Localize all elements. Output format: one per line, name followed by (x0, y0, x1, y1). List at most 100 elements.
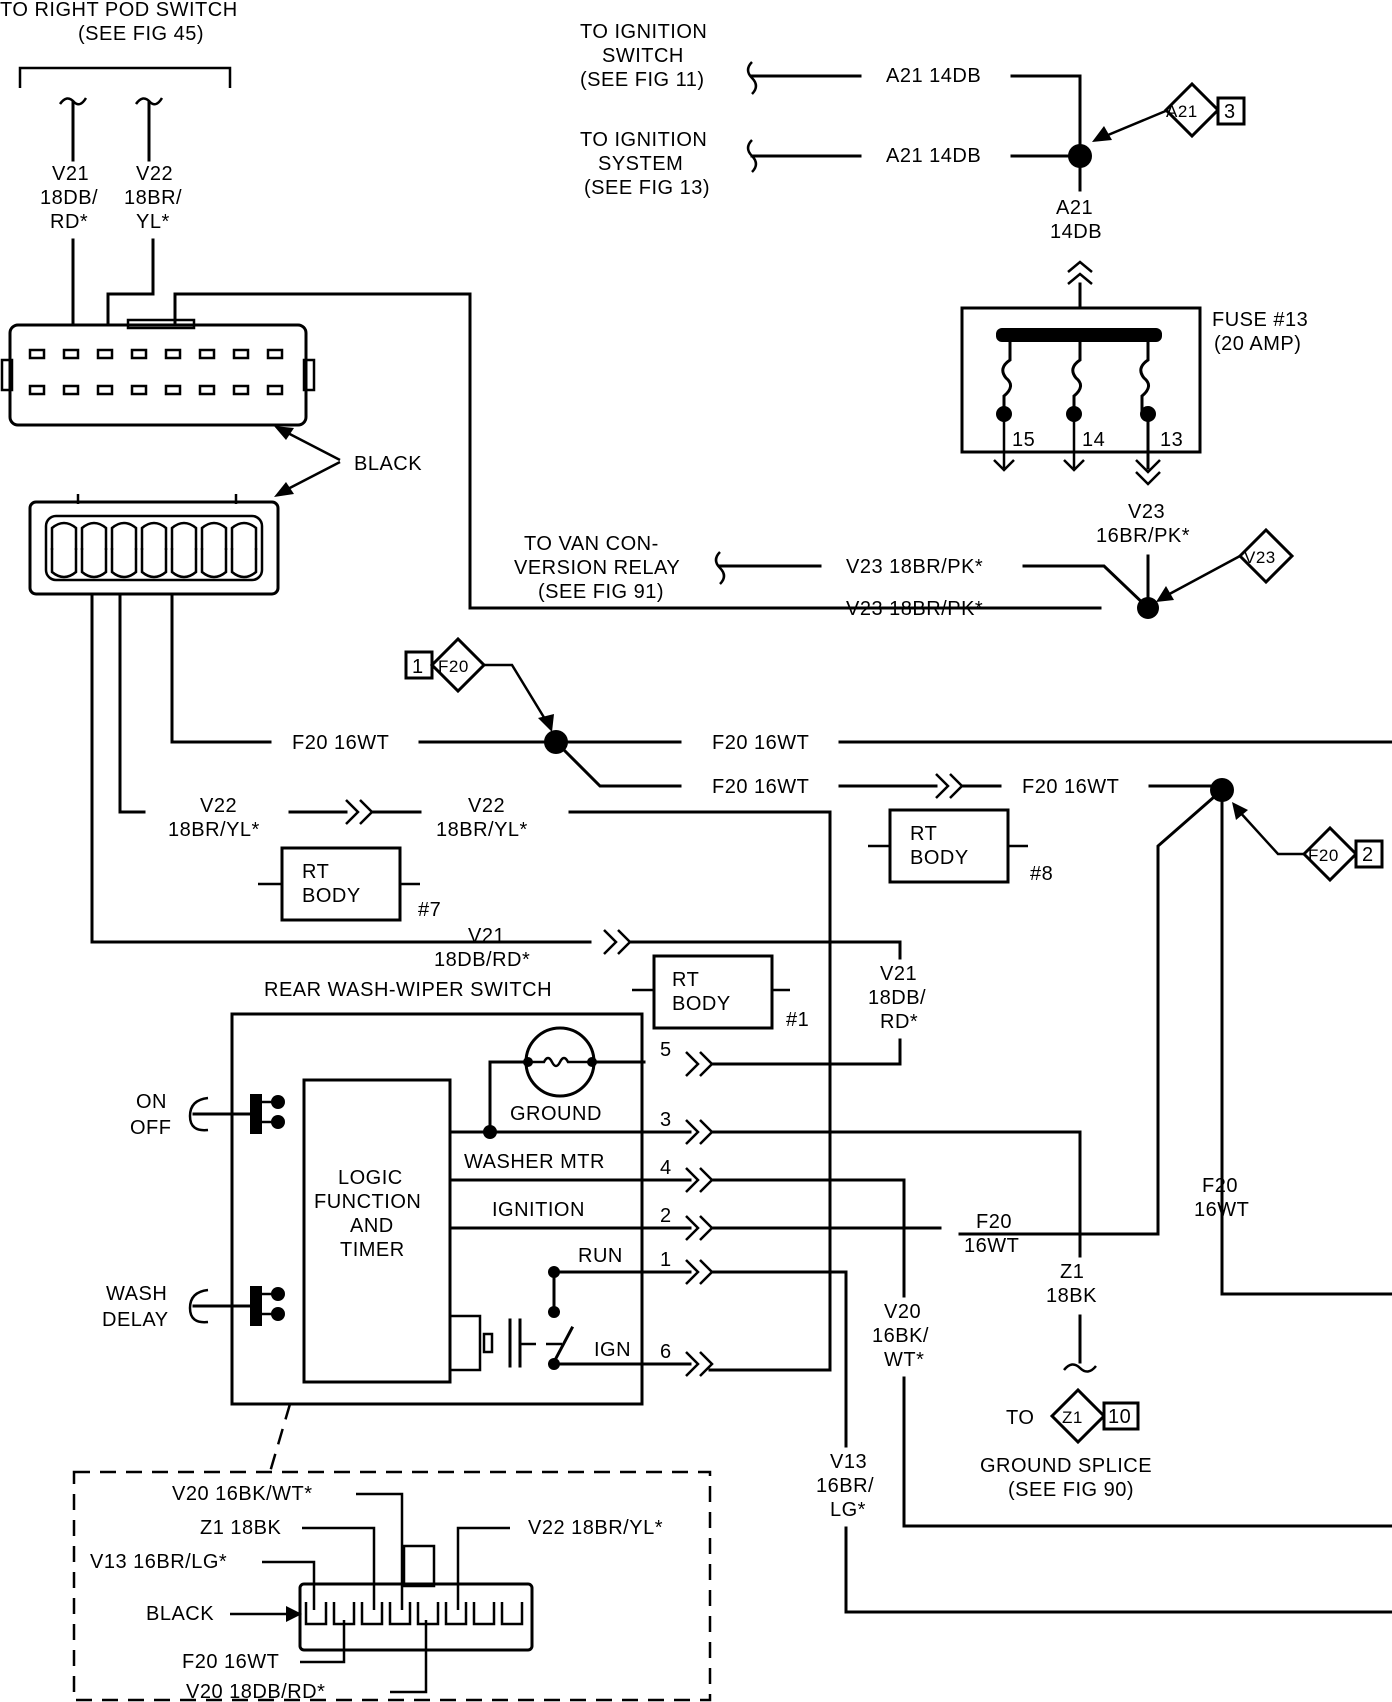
upper-black-connector (0, 318, 316, 427)
ignition-switch-label-3: (SEE FIG 11) (580, 69, 705, 91)
rt-body-8: RT BODY #8 (868, 808, 1053, 885)
on-label: ON (136, 1091, 167, 1113)
rt-body-8-label-2: BODY (910, 847, 969, 869)
v21-right-label-2: 18DB/ (868, 987, 926, 1009)
wash-delay-knob (188, 1288, 209, 1324)
pin-1: 1 (660, 1249, 672, 1271)
ground-splice-label-1: GROUND SPLICE (980, 1455, 1152, 1477)
connector-cavity-bottom (80, 548, 108, 579)
switch-connector-detail: V20 16BK/WT* Z1 18BK V13 16BR/LG* BLACK … (72, 1403, 712, 1702)
ignition-label: IGNITION (492, 1199, 585, 1221)
connector-pin-slot (198, 384, 216, 396)
v21-mid-label-1: V21 (468, 925, 505, 947)
a21-upper-label: A21 14DB (886, 65, 981, 87)
v22-mid-left-label-1: V22 (200, 795, 237, 817)
switch-output-wires: Z1 18BK TO Z1 10 GROUND SPLICE (SEE FIG … (710, 1130, 1392, 1614)
connector-cavity-top (50, 521, 78, 550)
fuse-13: 15 14 13 FUSE #13 (20 AMP) (960, 306, 1308, 486)
v21-right-label-3: RD* (880, 1011, 918, 1033)
van-relay-break (714, 551, 726, 585)
ignition-section: TO IGNITION SWITCH (SEE FIG 11) A21 14DB… (580, 21, 1246, 332)
v21-middle-wire: V21 18DB/RD* V21 18DB/ RD* (90, 592, 926, 1066)
f20-left-splice-number: 1 (412, 656, 424, 678)
connector-pin-slot (198, 348, 216, 360)
pin-2: 2 (660, 1205, 672, 1227)
z1-label-2: 18BK (1046, 1285, 1097, 1307)
v22-mid-right-label-1: V22 (468, 795, 505, 817)
connector-pin-slot (28, 384, 46, 396)
connector-pin-slot (232, 384, 250, 396)
connector-pin-slot (266, 348, 284, 360)
ignition-system-label-3: (SEE FIG 13) (584, 177, 710, 199)
f20-left-splice-label: F20 (438, 657, 469, 676)
ignition-switch-label-1: TO IGNITION (580, 21, 707, 43)
connector-detail-cavity (500, 1602, 524, 1626)
rt-body-7: RT BODY #7 (258, 846, 441, 922)
pin-connector-symbol (685, 1351, 714, 1377)
v23-section: V23 16BR/PK* V23 TO VAN CON- VERSION REL… (514, 501, 1295, 620)
fuse-terminal-13: 13 (1160, 429, 1183, 451)
connector-cavity-top (80, 521, 108, 550)
pin-4: 4 (660, 1157, 672, 1179)
connector-detail-cavity (304, 1602, 328, 1626)
rt-body-7-label-1: RT (302, 861, 329, 883)
fuse-terminal-15: 15 (1012, 429, 1035, 451)
rt-body-1-label-1: RT (672, 969, 699, 991)
f20-right-splice-number: 2 (1362, 844, 1374, 866)
black-connector-callout: BLACK (274, 426, 422, 497)
rt-body-1-label-2: BODY (672, 993, 731, 1015)
on-off-knob (188, 1096, 209, 1132)
connector-cavity-top (140, 521, 168, 550)
rear-wash-wiper-switch: REAR WASH-WIPER SWITCH LOGIC FUNCTION AN… (102, 979, 714, 1406)
connector-detail-cavity (360, 1602, 384, 1626)
ground-splice-label-2: (SEE FIG 90) (1008, 1479, 1134, 1501)
logic-label-3: AND (350, 1215, 394, 1237)
connector-housing (298, 1582, 534, 1652)
lower-black-connector (28, 494, 280, 596)
fuse-label-2: (20 AMP) (1214, 333, 1301, 355)
delay-label: DELAY (102, 1309, 169, 1331)
v13-label-3: LG* (830, 1499, 866, 1521)
z1-splice-label: Z1 (1062, 1408, 1083, 1427)
v22-mid-connector (345, 799, 374, 825)
connector-pin-slot (62, 348, 80, 360)
connector-cavity-top (170, 521, 198, 550)
v21-pod-label-1: V21 (52, 163, 89, 185)
z1-label-1: Z1 (1060, 1261, 1084, 1283)
connector-pin-slot (266, 384, 284, 396)
right-pod-switch-reference: TO RIGHT POD SWITCH (SEE FIG 45) V21 18D… (0, 0, 1102, 610)
connector-cavity-bottom (200, 548, 228, 579)
rt-body-8-number: #8 (1030, 863, 1053, 885)
v23-vertical-label-2: 16BR/PK* (1096, 525, 1190, 547)
switch-pin-connectors (685, 1051, 714, 1377)
lower-connector-pins (50, 521, 258, 579)
v21-pod-label-2: 18DB/ (40, 187, 98, 209)
f20-center-label-2: 16WT (964, 1235, 1019, 1257)
connector-cavity-bottom (140, 548, 168, 579)
v20-label-1: V20 (884, 1301, 921, 1323)
ignition-switch-label-2: SWITCH (602, 45, 684, 67)
connector-cavity-top (110, 521, 138, 550)
v23-vertical-label-1: V23 (1128, 501, 1165, 523)
v21-right-label-1: V21 (880, 963, 917, 985)
v22-pod-label-1: V22 (136, 163, 173, 185)
van-relay-label-2: VERSION RELAY (514, 557, 680, 579)
logic-label-2: FUNCTION (314, 1191, 421, 1213)
f20-center-label-1: F20 (976, 1211, 1012, 1233)
ign-label: IGN (594, 1339, 631, 1361)
ignition-system-label-2: SYSTEM (598, 153, 683, 175)
v13-label-1: V13 (830, 1451, 867, 1473)
a21-splice-number: 3 (1224, 101, 1236, 123)
switch-title: REAR WASH-WIPER SWITCH (264, 979, 552, 1001)
ground-label: GROUND (510, 1103, 602, 1125)
conn-v20-label: V20 16BK/WT* (172, 1483, 313, 1505)
black-connector-label: BLACK (354, 453, 422, 475)
pin-5: 5 (660, 1039, 672, 1061)
connector-pin-slot (164, 348, 182, 360)
v21-mid-label-2: 18DB/RD* (434, 949, 530, 971)
conn-z1-label: Z1 18BK (200, 1517, 281, 1539)
rt-body-1-number: #1 (786, 1009, 809, 1031)
connector-pin-slot (28, 348, 46, 360)
washer-mtr-label: WASHER MTR (464, 1151, 605, 1173)
